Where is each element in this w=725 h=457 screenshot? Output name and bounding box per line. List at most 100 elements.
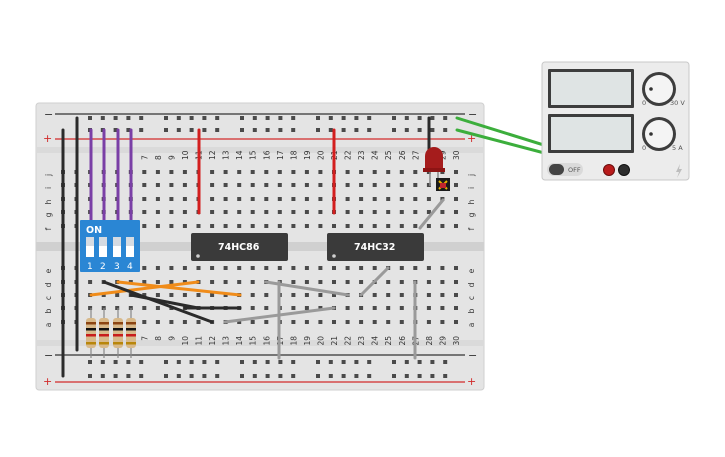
- hole[interactable]: [113, 116, 118, 120]
- hole[interactable]: [182, 170, 187, 174]
- hole[interactable]: [264, 170, 269, 174]
- hole[interactable]: [250, 197, 255, 201]
- hole[interactable]: [189, 128, 194, 132]
- hole[interactable]: [328, 128, 333, 132]
- hole[interactable]: [304, 320, 309, 324]
- hole[interactable]: [440, 280, 445, 284]
- hole[interactable]: [316, 360, 320, 364]
- hole[interactable]: [426, 197, 431, 201]
- hole[interactable]: [345, 266, 350, 270]
- hole[interactable]: [237, 183, 242, 187]
- hole[interactable]: [237, 224, 242, 228]
- hole[interactable]: [454, 197, 458, 201]
- hole[interactable]: [404, 128, 409, 132]
- resistor-3[interactable]: [113, 308, 123, 358]
- hole[interactable]: [386, 280, 391, 284]
- hole[interactable]: [404, 360, 409, 364]
- hole[interactable]: [417, 116, 422, 120]
- hole[interactable]: [142, 170, 147, 174]
- hole[interactable]: [318, 183, 323, 187]
- hole[interactable]: [367, 360, 372, 364]
- hole[interactable]: [386, 306, 391, 310]
- hole[interactable]: [318, 170, 323, 174]
- hole[interactable]: [345, 306, 350, 310]
- hole[interactable]: [426, 293, 431, 297]
- hole[interactable]: [210, 293, 215, 297]
- hole[interactable]: [202, 360, 207, 364]
- hole[interactable]: [359, 266, 364, 270]
- hole[interactable]: [291, 224, 296, 228]
- hole[interactable]: [101, 293, 106, 297]
- hole[interactable]: [142, 293, 147, 297]
- hole[interactable]: [169, 224, 174, 228]
- hole[interactable]: [250, 266, 255, 270]
- hole[interactable]: [404, 116, 409, 120]
- current-knob[interactable]: [642, 117, 676, 151]
- hole[interactable]: [223, 224, 228, 228]
- hole[interactable]: [182, 320, 187, 324]
- hole[interactable]: [440, 266, 445, 270]
- hole[interactable]: [176, 374, 181, 378]
- hole[interactable]: [359, 170, 364, 174]
- hole[interactable]: [196, 293, 201, 297]
- hole[interactable]: [210, 266, 215, 270]
- hole[interactable]: [164, 374, 168, 378]
- hole[interactable]: [237, 266, 242, 270]
- hole[interactable]: [386, 197, 391, 201]
- hole[interactable]: [278, 116, 283, 120]
- hole[interactable]: [386, 170, 391, 174]
- hole[interactable]: [250, 183, 255, 187]
- hole[interactable]: [252, 374, 257, 378]
- chip-74hc86[interactable]: 74HC86: [191, 233, 288, 261]
- hole[interactable]: [223, 280, 228, 284]
- hole[interactable]: [443, 116, 448, 120]
- hole[interactable]: [316, 128, 320, 132]
- chip-74hc32[interactable]: 74HC32: [327, 233, 424, 261]
- hole[interactable]: [399, 210, 404, 214]
- hole[interactable]: [291, 266, 296, 270]
- hole[interactable]: [278, 374, 283, 378]
- hole[interactable]: [252, 116, 257, 120]
- hole[interactable]: [155, 280, 160, 284]
- hole[interactable]: [341, 374, 346, 378]
- hole[interactable]: [252, 360, 257, 364]
- hole[interactable]: [223, 210, 228, 214]
- hole[interactable]: [354, 360, 359, 364]
- hole[interactable]: [189, 374, 194, 378]
- hole[interactable]: [155, 320, 160, 324]
- hole[interactable]: [413, 266, 418, 270]
- hole[interactable]: [155, 183, 160, 187]
- hole[interactable]: [318, 293, 323, 297]
- hole[interactable]: [454, 280, 458, 284]
- hole[interactable]: [210, 183, 215, 187]
- hole[interactable]: [304, 306, 309, 310]
- hole[interactable]: [386, 224, 391, 228]
- hole[interactable]: [392, 360, 396, 364]
- wire-black-diag-1[interactable]: [102, 280, 214, 324]
- hole[interactable]: [237, 170, 242, 174]
- hole[interactable]: [426, 320, 431, 324]
- hole[interactable]: [100, 374, 105, 378]
- hole[interactable]: [223, 293, 228, 297]
- hole[interactable]: [88, 374, 92, 378]
- hole[interactable]: [277, 266, 282, 270]
- hole[interactable]: [413, 197, 418, 201]
- hole[interactable]: [354, 374, 359, 378]
- hole[interactable]: [359, 183, 364, 187]
- hole[interactable]: [164, 116, 168, 120]
- wire-black-diag-2[interactable]: [129, 293, 200, 310]
- wire-gray-or-out-led[interactable]: [418, 198, 445, 230]
- hole[interactable]: [142, 306, 147, 310]
- hole[interactable]: [100, 360, 105, 364]
- hole[interactable]: [386, 293, 391, 297]
- hole[interactable]: [291, 360, 296, 364]
- power-switch[interactable]: OFF: [547, 163, 583, 176]
- hole[interactable]: [341, 116, 346, 120]
- hole[interactable]: [88, 306, 93, 310]
- hole[interactable]: [367, 116, 372, 120]
- hole[interactable]: [164, 128, 168, 132]
- hole[interactable]: [155, 293, 160, 297]
- wire-gray-or-out-1[interactable]: [359, 266, 390, 297]
- hole[interactable]: [332, 224, 336, 228]
- hole[interactable]: [202, 128, 207, 132]
